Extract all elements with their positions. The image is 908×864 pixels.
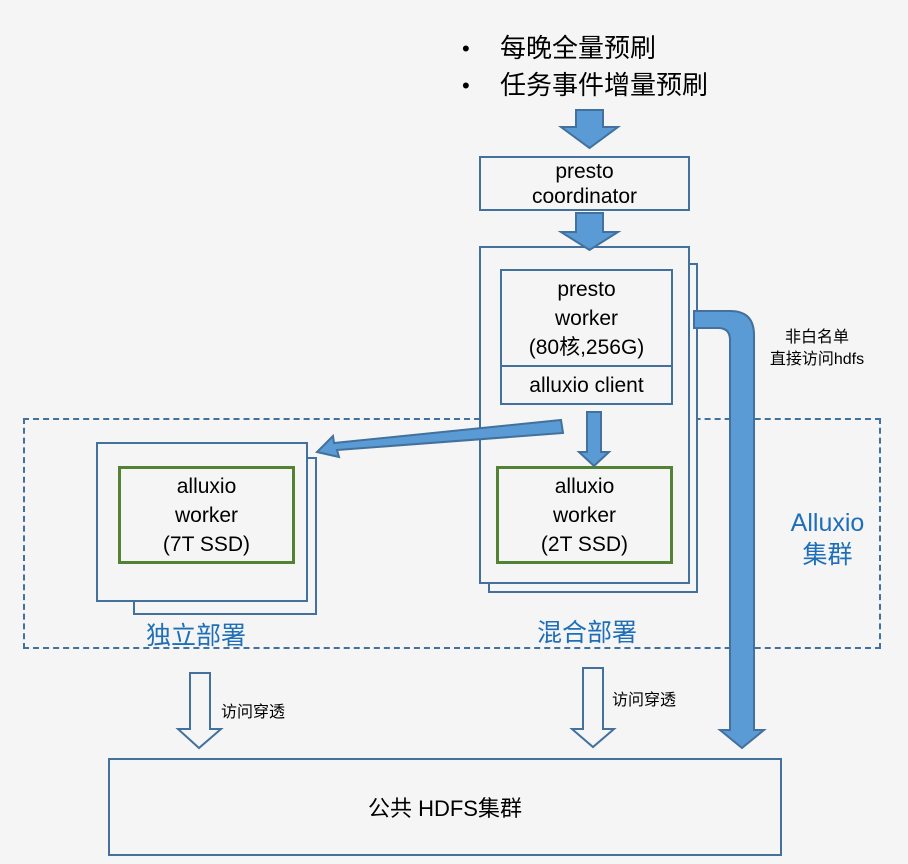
colocated-worker-line2: worker [552,503,616,527]
bypass-note-line2: 直接访问hdfs [769,351,865,368]
alluxio-cluster-label: Alluxio 集群 [780,507,875,571]
coordinator-line2: coordinator [531,184,638,208]
arrow-client-to-standalone-worker [315,418,565,459]
refresh-notes: • 每晚全量预刷 • 任务事件增量预刷 [462,30,708,104]
colocated-worker-line3: (2T SSD) [540,532,629,556]
arrow-to-coordinator [557,109,622,150]
alluxio-client-box[interactable]: alluxio client [500,365,673,405]
arrow-passthrough-left [175,672,224,750]
standalone-alluxio-worker-box[interactable]: alluxio worker (7T SSD) [118,466,295,564]
arrow-client-to-colocated-worker [576,411,612,468]
public-hdfs-cluster-box[interactable]: 公共 HDFS集群 [108,758,782,856]
presto-coordinator-box[interactable]: presto coordinator [479,156,690,211]
standalone-worker-line1: alluxio [176,474,237,498]
alluxio-cluster-label-line1: Alluxio [790,509,865,537]
bypass-note-line1: 非白名单 [784,329,849,346]
bullet-icon: • [462,36,470,61]
presto-worker-line3: (80核,256G) [528,335,645,359]
arrow-bypass-to-hdfs [693,310,767,750]
colocated-alluxio-worker-box[interactable]: alluxio worker (2T SSD) [496,466,673,564]
arrow-coordinator-to-worker [557,212,622,252]
alluxio-cluster-label-line2: 集群 [802,541,853,569]
colocated-deploy-label: 混合部署 [537,619,638,647]
refresh-note-text: 任务事件增量预刷 [500,70,709,100]
bullet-icon: • [462,73,470,98]
presto-worker-line2: worker [554,306,618,330]
refresh-note-item: • 每晚全量预刷 [462,30,708,67]
standalone-worker-line2: worker [174,503,238,527]
alluxio-cluster-region [23,418,881,649]
coordinator-line1: presto [555,159,614,183]
presto-worker-box[interactable]: presto worker (80核,256G) [500,269,673,367]
arrow-passthrough-right [569,667,617,749]
passthrough-right-label: 访问穿透 [612,692,677,709]
passthrough-left-label: 访问穿透 [221,704,286,721]
alluxio-client-label: alluxio client [529,373,644,397]
hdfs-cluster-label: 公共 HDFS集群 [367,796,522,821]
presto-worker-line1: presto [557,277,616,301]
standalone-deploy-label: 独立部署 [146,622,247,650]
refresh-note-text: 每晚全量预刷 [500,33,657,63]
colocated-worker-line1: alluxio [554,474,615,498]
standalone-worker-line3: (7T SSD) [162,532,251,556]
bypass-note: 非白名单 直接访问hdfs [762,327,872,371]
refresh-note-item: • 任务事件增量预刷 [462,67,708,104]
